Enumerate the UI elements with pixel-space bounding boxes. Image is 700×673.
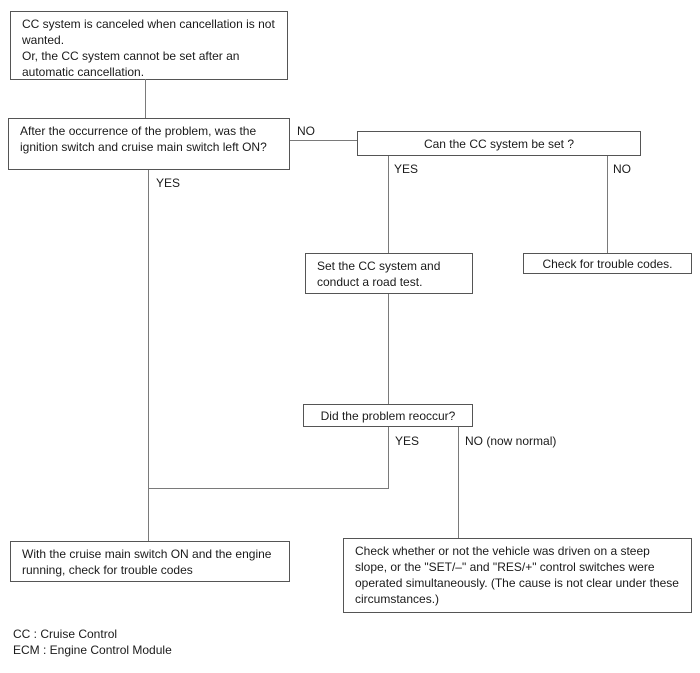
connector-problem-to-ignition [145, 79, 146, 118]
branch-label-no-canset: NO [297, 124, 315, 138]
connector-ignition-to-mainswitch-yes [148, 170, 149, 541]
legend-cc: CC : Cruise Control [13, 627, 118, 641]
flowchart-node-steep-slope-check: Check whether or not the vehicle was dri… [343, 538, 692, 613]
connector-reoccur-yes-merge [148, 488, 389, 489]
flowchart-node-ignition-question: After the occurrence of the problem, was… [8, 118, 290, 170]
branch-label-yes-reoccur: YES [395, 434, 420, 448]
flowchart-node-check-trouble-codes: Check for trouble codes. [523, 253, 692, 274]
connector-canset-to-roadtest-yes [388, 156, 389, 253]
legend-ecm: ECM : Engine Control Module [13, 643, 172, 657]
branch-label-no-now-normal: NO (now normal) [465, 434, 557, 448]
connector-reoccur-yes-drop [388, 427, 389, 489]
flowchart-node-problem-description: CC system is canceled when cancellation … [10, 11, 288, 80]
flowchart-node-reoccur-question: Did the problem reoccur? [303, 404, 473, 427]
flowchart-node-can-set-question: Can the CC system be set ? [357, 131, 641, 156]
branch-label-no-troublecodes: NO [613, 162, 631, 176]
flowchart-node-road-test: Set the CC system and conduct a road tes… [305, 253, 473, 294]
flowchart-node-main-switch-check: With the cruise main switch ON and the e… [10, 541, 290, 582]
connector-roadtest-to-reoccur [388, 294, 389, 404]
connector-reoccur-to-slope-no [458, 427, 459, 538]
connector-ignition-to-canset-no [290, 140, 357, 141]
connector-canset-to-codes-no [607, 156, 608, 253]
branch-label-yes-roadtest: YES [394, 162, 419, 176]
branch-label-yes-mainswitch: YES [156, 176, 181, 190]
legend: CC : Cruise Control ECM : Engine Control… [13, 626, 172, 658]
